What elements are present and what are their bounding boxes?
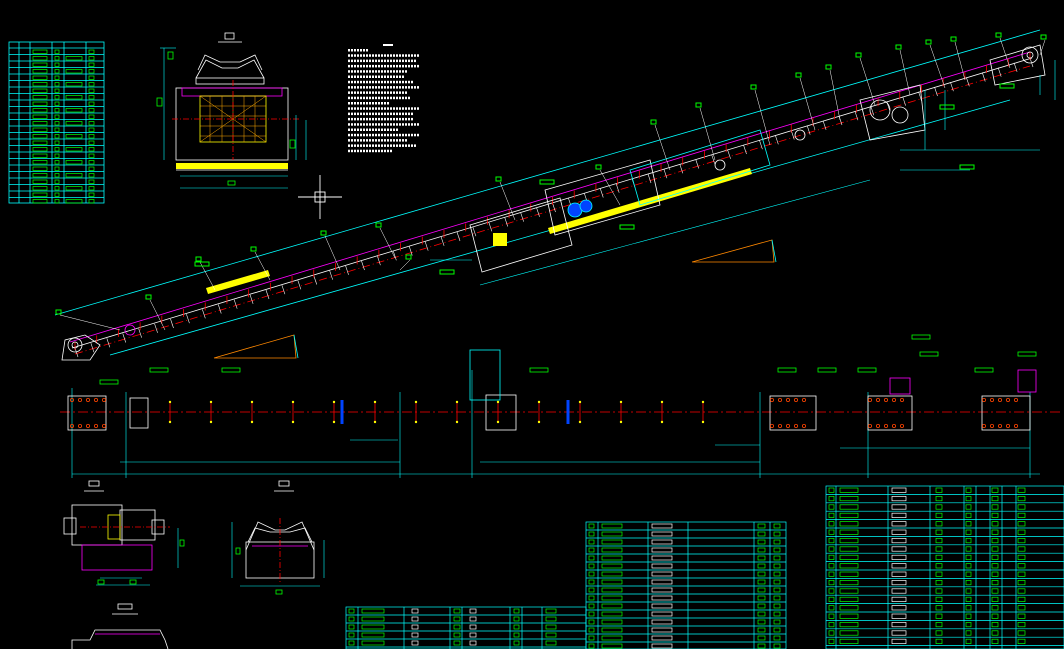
drive-unit-detail [63, 480, 185, 586]
bottom-tables [345, 485, 1064, 649]
idler-section-detail [231, 480, 325, 595]
crosshair-cursor [298, 175, 342, 219]
cross-section-top [156, 32, 307, 189]
notes-block [348, 44, 419, 153]
conveyor-plan-view [60, 334, 1060, 478]
inclined-conveyor-elevation [54, 29, 1056, 361]
parts-table-top-left [8, 41, 105, 204]
base-frame-partial [71, 603, 169, 649]
